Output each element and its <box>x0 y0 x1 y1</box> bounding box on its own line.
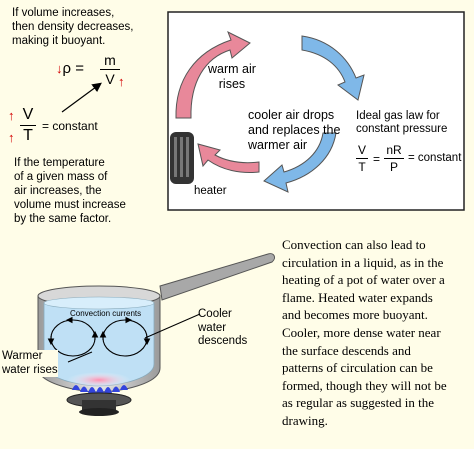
cooler-air-label: cooler air drops and replaces the warmer… <box>248 108 340 153</box>
down-arrow-icon: ↓ <box>56 61 63 76</box>
paragraph-line: Cooler, more dense water near <box>282 324 441 340</box>
paragraph-line: Convection can also lead to <box>282 237 426 252</box>
volume-text-line: If volume increases, <box>12 7 115 19</box>
volume-symbol: V <box>22 106 34 123</box>
equals-sign: = <box>75 60 84 77</box>
up-arrow-icon: ↑ <box>118 74 125 89</box>
paragraph-line: patterns of circulation can be <box>282 360 433 376</box>
paragraph-line: drawing. <box>282 412 328 428</box>
convection-current-loops <box>47 316 151 357</box>
temperature-text: If the temperature of a given mass of ai… <box>14 156 126 226</box>
circulation-arrows <box>175 30 365 193</box>
gas-law-left-fraction: V T <box>356 143 368 174</box>
cooler-label-line: descends <box>198 335 248 347</box>
warmer-label-line: water rises <box>2 363 58 376</box>
mass-symbol: m <box>104 52 116 68</box>
causal-arrow <box>61 82 102 113</box>
cool-air-arrow-top <box>301 35 365 101</box>
cooler-water-label: Cooler water descends <box>198 308 247 349</box>
cooler-pointer <box>144 313 201 339</box>
heated-air-arrow <box>197 143 260 173</box>
paragraph-line: and becomes more buoyant. <box>282 307 428 323</box>
gas-law-title: Ideal gas law for constant pressure <box>356 110 448 136</box>
warmer-pointer <box>67 351 93 363</box>
volume-text-line: making it buoyant. <box>12 35 106 47</box>
equals-sign: = <box>373 152 381 166</box>
paragraph-line: heating of a pot of water over a <box>282 272 445 288</box>
cooler-air-line: and replaces the <box>248 123 341 137</box>
gas-law-right-fraction: nR P <box>384 143 404 174</box>
burner-flames <box>72 385 128 393</box>
cooler-label-line: water <box>198 321 227 334</box>
gas-law-constant: = constant <box>408 152 462 164</box>
vt-fraction: V T <box>20 106 36 145</box>
warmer-label-line: Warmer <box>2 350 43 362</box>
paragraph-line: formed, though they will not be <box>282 377 447 393</box>
cool-air-arrow-bottom <box>263 132 337 193</box>
cooler-label-line: Cooler <box>198 308 232 320</box>
explanation-paragraph: Convection can also lead to circulation … <box>282 236 447 430</box>
density-equation: ↓ρ = <box>56 60 84 77</box>
warm-air-line: warm air <box>208 62 256 76</box>
volume-text-line: then density decreases, <box>12 21 134 33</box>
temp-text-line: air increases, the <box>14 185 102 197</box>
gas-law-title-line: Ideal gas law for <box>356 110 440 122</box>
density-fraction: m V <box>100 52 120 87</box>
heater-label: heater <box>194 185 227 197</box>
vt-constant: = constant <box>42 119 98 133</box>
volume-symbol: V <box>357 143 366 157</box>
temperature-symbol: T <box>358 160 366 174</box>
up-arrow-icon: ↑ <box>8 108 15 123</box>
warm-air-label: warm air rises <box>208 62 256 92</box>
temp-text-line: by the same factor. <box>14 213 112 225</box>
paragraph-line: circulation in a liquid, as in the <box>282 254 444 270</box>
warmer-water-label: Warmer water rises <box>2 350 58 377</box>
paragraph-line: the surface descends and <box>282 342 411 358</box>
temp-text-line: volume must increase <box>14 199 126 211</box>
warm-air-arrow <box>175 30 251 119</box>
cooler-air-line: warmer air <box>248 138 308 152</box>
pressure-symbol: P <box>389 160 398 174</box>
temp-text-line: of a given mass of <box>14 171 108 183</box>
density-symbol: ρ <box>62 60 72 77</box>
water-surface <box>43 296 155 310</box>
paragraph-line: flame. Heated water expands <box>282 289 433 305</box>
cooler-air-line: cooler air drops <box>248 108 335 122</box>
nr-symbol: nR <box>386 143 402 157</box>
temperature-symbol: T <box>23 127 33 144</box>
heater-icon <box>170 132 194 184</box>
saucepan <box>37 253 276 416</box>
pan-handle <box>159 253 276 301</box>
volume-increase-text: If volume increases, then density decrea… <box>12 6 133 48</box>
up-arrow-icon: ↑ <box>8 130 15 145</box>
volume-symbol: V <box>105 71 115 87</box>
temp-text-line: If the temperature <box>14 157 105 169</box>
gas-law-title-line: constant pressure <box>356 123 448 135</box>
warm-air-line: rises <box>218 77 246 91</box>
convection-currents-label: Convection currents <box>70 309 142 318</box>
paragraph-line: as regular as suggested in the <box>282 395 434 411</box>
